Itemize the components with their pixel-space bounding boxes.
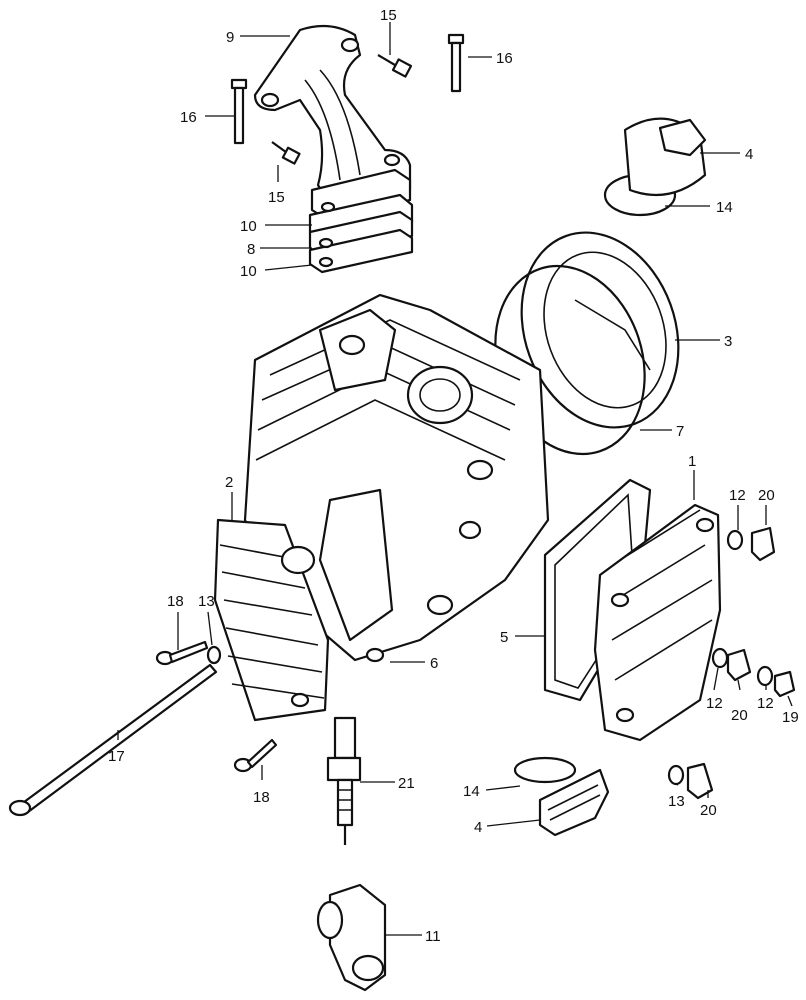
callout-4-lower: 4 <box>474 819 482 836</box>
intake-pipe <box>253 24 412 207</box>
bolt-18-lower <box>233 738 278 773</box>
callout-16-top: 16 <box>496 50 513 67</box>
callout-4-upper: 4 <box>745 146 753 163</box>
callout-21: 21 <box>398 775 415 792</box>
bolt-16-upper <box>447 33 465 93</box>
callout-20-mid: 20 <box>731 707 748 724</box>
washer-12-upper <box>726 529 744 551</box>
callout-3: 3 <box>724 333 732 350</box>
oil-cap-upper <box>603 117 707 217</box>
callout-1: 1 <box>688 453 696 470</box>
rocker-cover <box>593 503 722 742</box>
callout-5: 5 <box>500 629 508 646</box>
callout-12-right: 12 <box>757 695 774 712</box>
callout-15-top: 15 <box>380 7 397 24</box>
callout-19: 19 <box>782 709 799 726</box>
callout-10-upper: 10 <box>240 218 257 235</box>
cap-nut-20-mid <box>726 648 752 682</box>
callout-12-top: 12 <box>729 487 746 504</box>
cylinder-head <box>243 293 550 663</box>
plug-cap <box>316 883 387 992</box>
cap-nut-20-upper <box>750 526 776 562</box>
bolt-16-left <box>230 78 248 145</box>
callout-13-lower: 13 <box>668 793 685 810</box>
spark-plug <box>326 716 362 845</box>
callout-20-lower: 20 <box>700 802 717 819</box>
cap-nut-20-lower <box>686 762 714 800</box>
callout-18-upper: 18 <box>167 593 184 610</box>
leader-lines <box>117 22 793 936</box>
callout-10-lower: 10 <box>240 263 257 280</box>
washer-12-mid <box>711 647 729 669</box>
callout-15-lower: 15 <box>268 189 285 206</box>
washer-12-right <box>756 665 774 687</box>
callout-16-left: 16 <box>180 109 197 126</box>
callout-18-lower: 18 <box>253 789 270 806</box>
fin-cover <box>213 518 330 722</box>
callout-labels: 9 15 16 16 15 10 8 10 4 14 3 7 1 12 20 2… <box>108 7 799 945</box>
ring-cover <box>520 231 680 429</box>
callout-11: 11 <box>425 928 441 945</box>
callout-7: 7 <box>676 423 684 440</box>
bolt-18-upper <box>155 640 209 666</box>
long-stud <box>8 663 218 817</box>
bolt-15-upper <box>377 54 413 78</box>
washer-13-lower <box>667 764 685 786</box>
callout-8: 8 <box>247 241 255 258</box>
callout-2: 2 <box>225 474 233 491</box>
callout-20-top: 20 <box>758 487 775 504</box>
o-ring-lower <box>513 756 577 784</box>
oil-cap-lower <box>538 768 610 837</box>
callout-14-lower: 14 <box>463 783 480 800</box>
callout-12-mid: 12 <box>706 695 723 712</box>
washer-13-upper <box>206 645 222 665</box>
bolt-15-lower <box>271 141 301 165</box>
callout-6: 6 <box>430 655 438 672</box>
callout-9: 9 <box>226 29 234 46</box>
callout-13-upper: 13 <box>198 593 215 610</box>
intake-gasket-stack <box>308 168 414 274</box>
callout-14-upper: 14 <box>716 199 733 216</box>
callout-17: 17 <box>108 748 125 765</box>
nut-19 <box>773 670 796 698</box>
